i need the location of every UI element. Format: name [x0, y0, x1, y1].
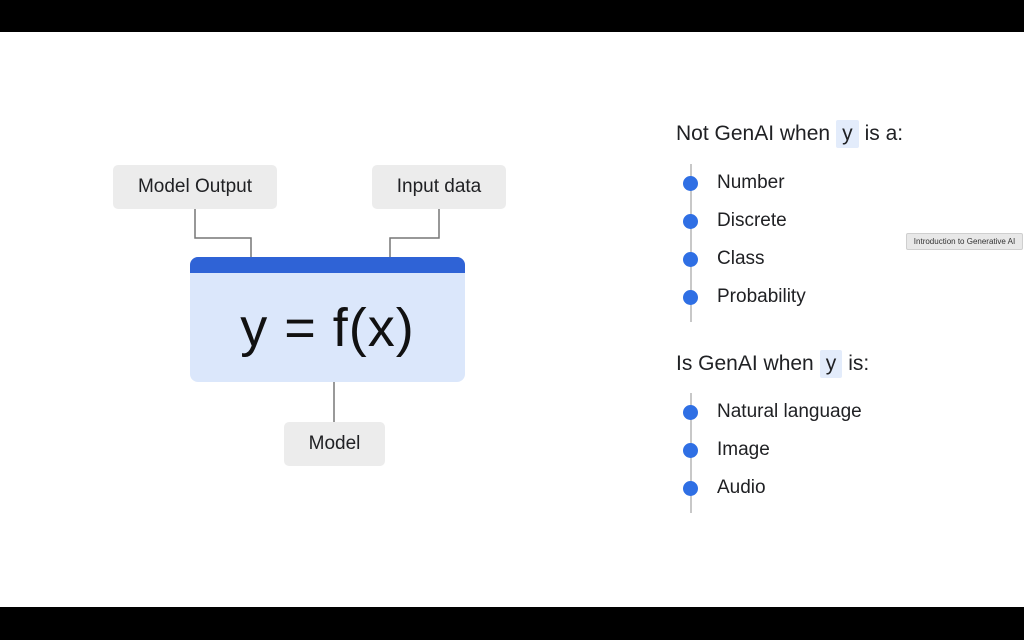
- not-genai-list-line: [690, 164, 692, 322]
- model-box: Model: [284, 422, 385, 466]
- not-genai-y-chip: y: [836, 120, 859, 148]
- is-genai-heading: Is GenAI when y is:: [676, 348, 869, 380]
- model-output-box: Model Output: [113, 165, 277, 209]
- bullet-dot-icon: [683, 213, 698, 229]
- formula-text: y = f(x): [240, 297, 415, 358]
- list-item-label: Class: [717, 248, 765, 269]
- slide: Model Output Input data y = f(x) Model N…: [0, 32, 1024, 607]
- input-data-label: Input data: [396, 176, 482, 197]
- list-item-label: Probability: [717, 286, 806, 307]
- is-genai-y-chip: y: [819, 350, 843, 378]
- is-genai-list: Natural language Image Audio: [676, 393, 896, 513]
- not-genai-heading: Not GenAI when y is a:: [676, 118, 903, 150]
- bullet-dot-icon: [683, 480, 698, 496]
- bullet-dot-icon: [683, 289, 698, 305]
- list-item-label: Natural language: [717, 401, 862, 422]
- input-data-box: Input data: [372, 165, 506, 209]
- bullet-dot-icon: [683, 442, 698, 458]
- letterbox-top: [0, 0, 1024, 32]
- bullet-dot-icon: [683, 175, 698, 191]
- is-genai-heading-prefix: Is GenAI when: [676, 352, 814, 375]
- title-tooltip: Introduction to Generative AI: [906, 233, 1023, 250]
- model-output-label: Model Output: [137, 176, 253, 197]
- letterbox-bottom: [0, 607, 1024, 640]
- not-genai-heading-prefix: Not GenAI when: [676, 122, 831, 145]
- list-item-label: Audio: [717, 477, 766, 498]
- is-genai-heading-suffix: is:: [848, 352, 870, 375]
- bullet-dot-icon: [683, 251, 698, 267]
- formula-box-header-bar: [190, 257, 465, 273]
- not-genai-heading-suffix: is a:: [864, 122, 904, 145]
- not-genai-list: Number Discrete Class Probability: [676, 164, 876, 322]
- list-item-label: Image: [717, 439, 770, 460]
- bullet-dot-icon: [683, 404, 698, 420]
- list-item-label: Discrete: [717, 210, 787, 231]
- formula-box: y = f(x): [190, 257, 465, 382]
- list-item-label: Number: [717, 172, 785, 193]
- model-label: Model: [308, 433, 361, 454]
